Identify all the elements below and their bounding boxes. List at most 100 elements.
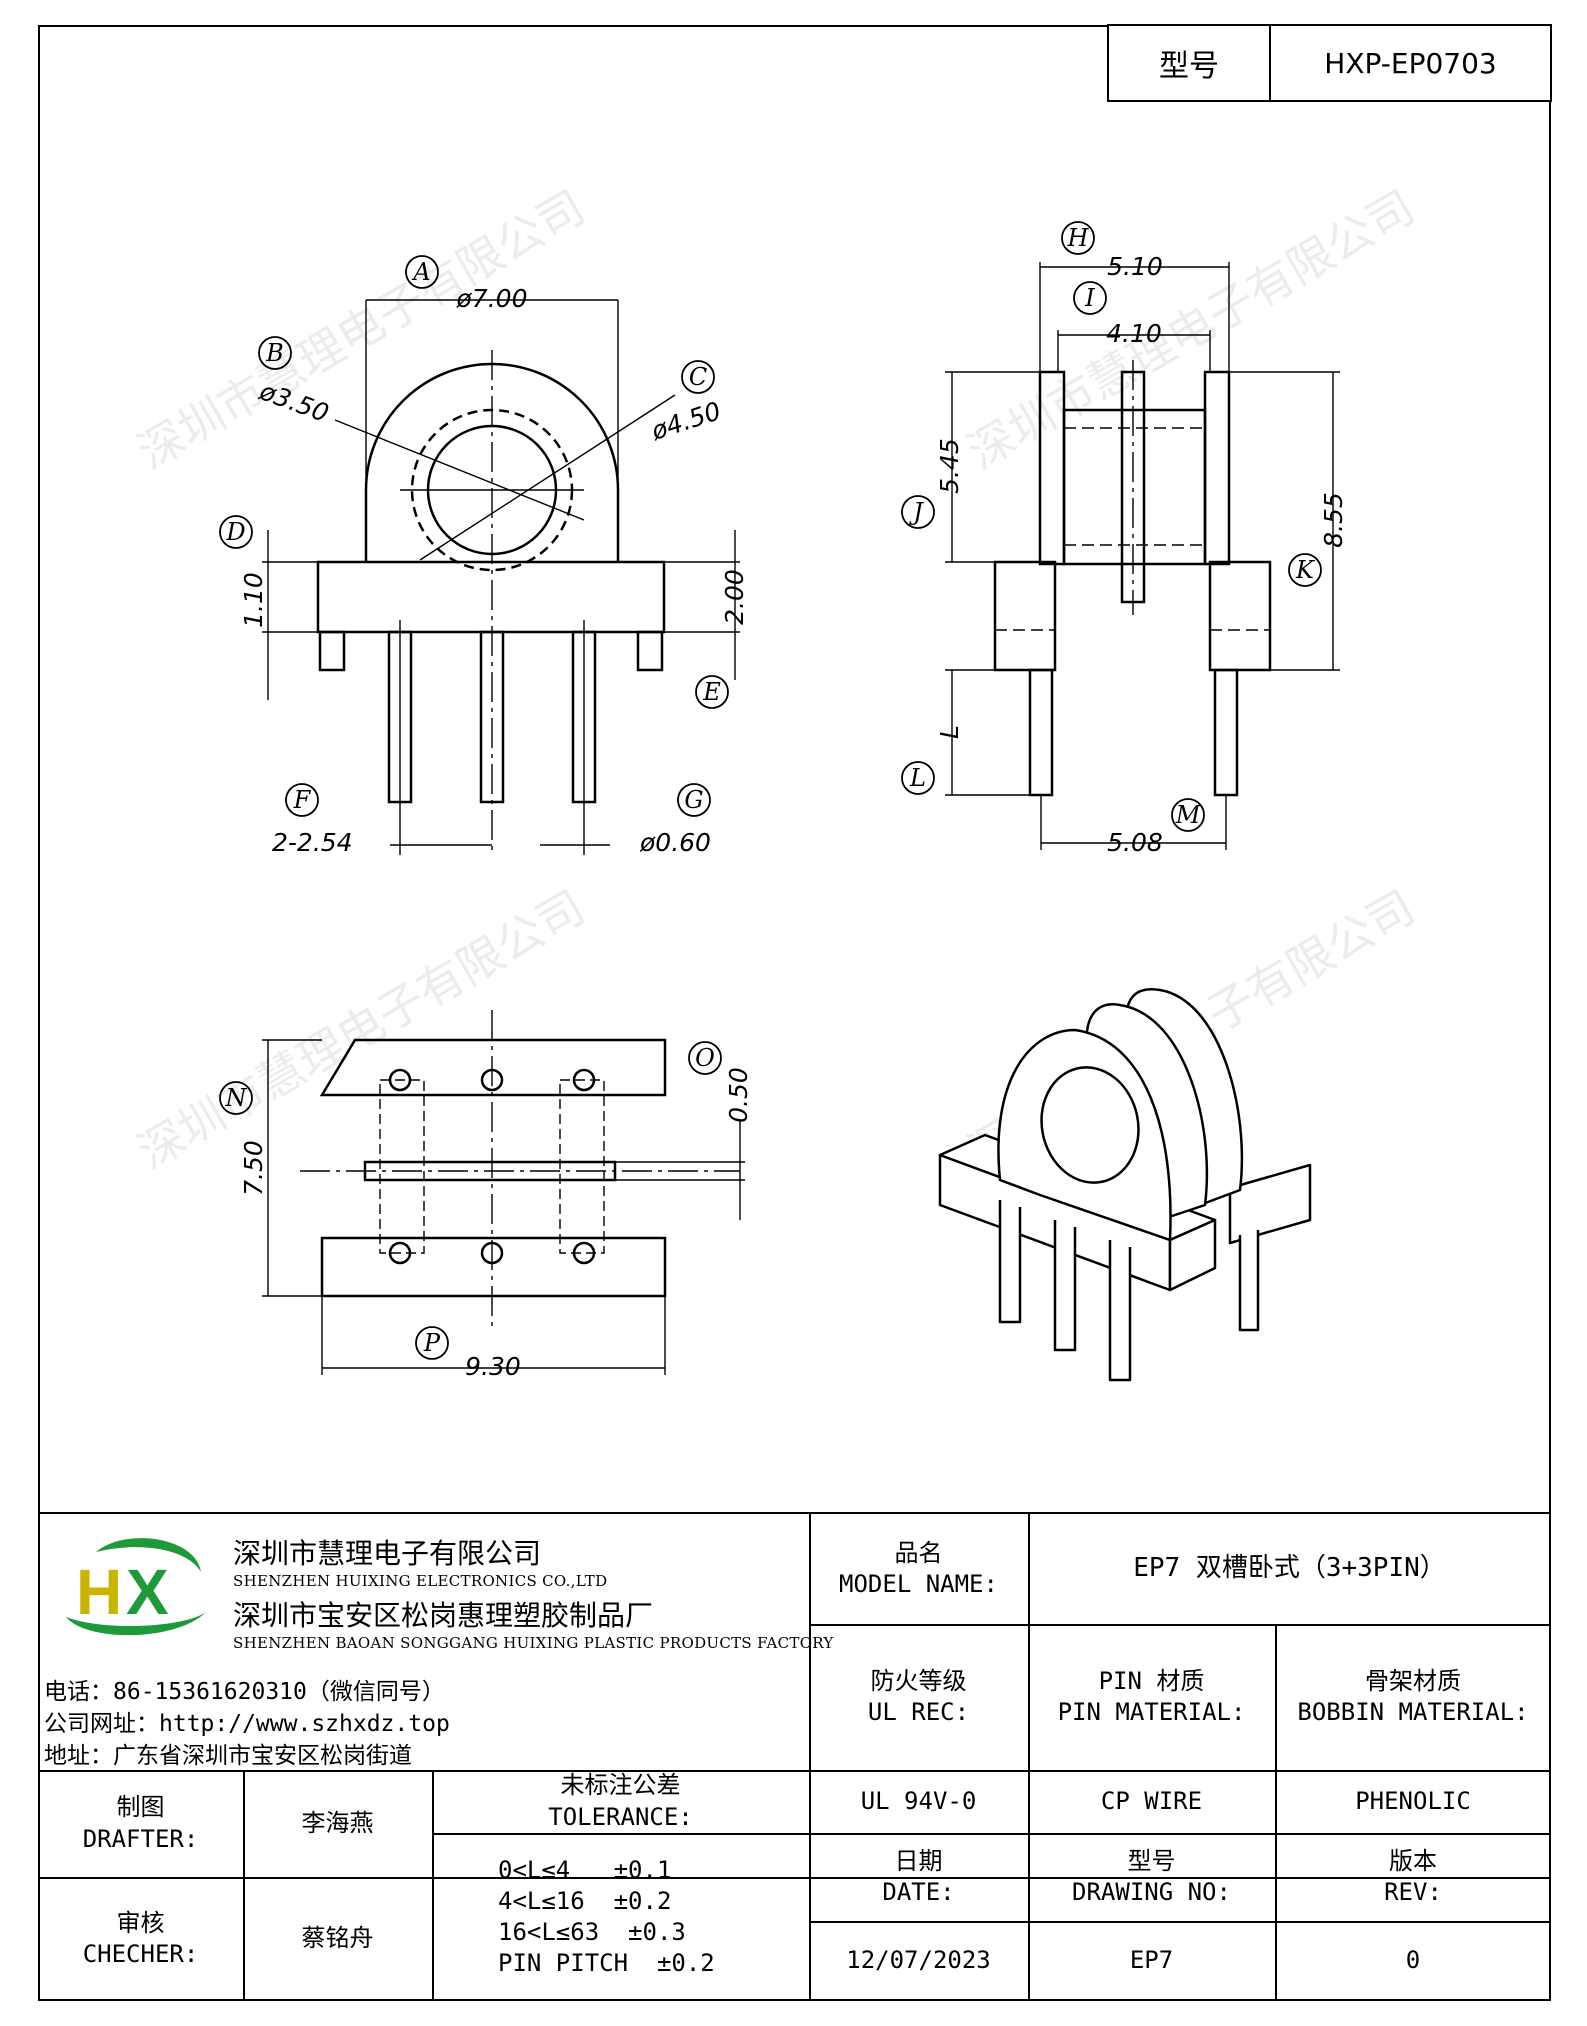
dim-n: 7.50 [239, 1140, 268, 1196]
dim-tag-f: F [293, 786, 312, 814]
dim-tag-m: M [1175, 801, 1202, 829]
dim-c: ø4.50 [647, 396, 724, 446]
logo-swoosh-top [96, 1538, 201, 1572]
dim-tag-i: I [1084, 284, 1095, 312]
contact-phone: 电话：86-15361620310（微信同号） [44, 1679, 445, 1705]
company-name-cn: 深圳市慧理电子有限公司 [233, 1537, 542, 1570]
dim-d: 1.10 [239, 572, 268, 628]
side-pin-left [1028, 668, 1054, 797]
side-view-lines [945, 262, 1340, 850]
pin-material-value: CP WIRE [1100, 1786, 1203, 1815]
dim-tag-e: E [702, 678, 721, 706]
iso-pin-3 [1108, 1240, 1132, 1382]
logo-letter-x: X [126, 1556, 169, 1628]
drawing-no-label: 型号 DRAWING NO: [1072, 1846, 1231, 1906]
front-view [316, 362, 666, 804]
dim-m: 5.08 [1107, 828, 1163, 857]
company-name-en: SHENZHEN HUIXING ELECTRONICS CO.,LTD [233, 1572, 608, 1590]
date-value: 12/07/2023 [846, 1946, 991, 1975]
drafter-label: 制图 DRAFTER: [82, 1793, 199, 1853]
dim-tag-o: O [695, 1044, 715, 1072]
front-end-pin-left [318, 630, 346, 672]
tolerance-line-4: PIN PITCH ±0.2 [498, 1949, 715, 1978]
iso-base-right-block [1228, 1163, 1312, 1245]
dim-tag-k: K [1295, 556, 1316, 584]
drafter-name: 李海燕 [301, 1808, 374, 1837]
front-view-centerlines [262, 299, 740, 855]
tolerance-table: 0<L≤4 ±0.1 4<L≤16 ±0.2 16<L≤63 ±0.3 PIN … [432, 1833, 809, 2001]
drawing-no-value: EP7 [1129, 1946, 1174, 1975]
iso-pin-1 [998, 1200, 1022, 1324]
iso-bore [1040, 1066, 1140, 1184]
company-logo: H X [46, 1532, 216, 1642]
factory-name-en: SHENZHEN BAOAN SONGGANG HUIXING PLASTIC … [233, 1634, 834, 1652]
tolerance-line-2: 4<L≤16 ±0.2 [498, 1886, 672, 1915]
rev-value: 0 [1405, 1946, 1421, 1975]
contact-website: 公司网址：http://www.szhxdz.top [44, 1711, 450, 1737]
dim-tag-d: D [225, 518, 245, 546]
side-right-flange [1203, 370, 1231, 566]
dim-e: 2.00 [720, 569, 749, 625]
dim-p: 9.30 [465, 1352, 521, 1381]
dim-tag-h: H [1067, 224, 1090, 252]
title-block: H X 深圳市慧理电子有限公司 SHENZHEN HUIXING ELECTRO… [38, 1512, 1551, 2001]
dim-tag-g: G [684, 786, 703, 814]
dim-i: 4.10 [1106, 319, 1162, 348]
dim-tag-p: P [423, 1329, 441, 1357]
technical-drawing: 深圳市慧理电子有限公司 深圳市慧理电子有限公司 深圳市慧理电子有限公司 深圳市慧… [129, 180, 1424, 1382]
factory-name-cn: 深圳市宝安区松岗惠理塑胶制品厂 [233, 1599, 654, 1632]
dim-f: 2-2.54 [272, 828, 353, 857]
model-number-box: 型号 HXP-EP0703 [1107, 24, 1552, 102]
dim-j: 5.45 [935, 438, 964, 494]
tolerance-line-1: 0<L≤4 ±0.1 [498, 1855, 672, 1884]
dim-l: L [935, 725, 964, 739]
contact-address: 地址：广东省深圳市宝安区松岗街道 [44, 1743, 412, 1769]
dim-a: ø7.00 [456, 284, 528, 313]
iso-pin-4 [1238, 1230, 1260, 1332]
dim-h: 5.10 [1107, 252, 1163, 281]
dim-tag-n: N [225, 1084, 248, 1112]
dim-tag-c: C [689, 363, 707, 391]
side-view-dims: H 5.10 I 4.10 J 5.45 K 8.55 L L M 5.08 [901, 221, 1348, 857]
dim-k: 8.55 [1319, 492, 1348, 548]
side-pin-right [1213, 668, 1239, 797]
bottom-view-dims: N 7.50 O 0.50 P 9.30 [219, 1041, 753, 1381]
model-name-label: 品名 MODEL NAME: [839, 1538, 998, 1598]
bottom-bottom-rail [320, 1236, 667, 1298]
watermark-2: 深圳市慧理电子有限公司 [959, 180, 1424, 480]
checker-name: 蔡铭舟 [301, 1924, 374, 1953]
front-end-pin-right [636, 630, 664, 672]
bottom-view [319, 1038, 667, 1298]
dim-g: ø0.60 [639, 828, 711, 857]
ul-value: UL 94V-0 [860, 1786, 977, 1815]
model-label: 型号 [1109, 26, 1271, 100]
isometric-view [938, 987, 1312, 1382]
dim-tag-b: B [265, 339, 284, 367]
watermark-3: 深圳市慧理电子有限公司 [129, 880, 594, 1180]
dim-o: 0.50 [724, 1067, 753, 1123]
iso-pin-2 [1053, 1220, 1077, 1352]
ul-rec-label: 防火等级 UL REC: [867, 1666, 970, 1726]
rev-label: 版本 REV: [1384, 1846, 1442, 1906]
iso-base-side [1168, 1218, 1217, 1292]
front-base [316, 560, 666, 634]
model-value: HXP-EP0703 [1324, 46, 1497, 80]
date-label: 日期 DATE: [882, 1846, 955, 1906]
pin-material-label: PIN 材质 PIN MATERIAL: [1057, 1666, 1246, 1726]
drawing-frame [38, 25, 1551, 2001]
model-name-value: EP7 双槽卧式（3+3PIN） [1133, 1553, 1446, 1584]
dim-tag-j: J [908, 498, 924, 526]
bottom-view-lines [262, 1010, 745, 1375]
side-base-left [993, 560, 1057, 672]
side-base-right [1208, 560, 1272, 672]
logo-letter-h: H [76, 1556, 122, 1628]
bobbin-material-label: 骨架材质 BOBBIN MATERIAL: [1297, 1666, 1529, 1726]
tolerance-label: 未标注公差 TOLERANCE: [548, 1771, 693, 1831]
dim-tag-a: A [411, 258, 430, 286]
bobbin-material-value: PHENOLIC [1355, 1786, 1471, 1815]
side-winding-body [1062, 408, 1207, 566]
dim-tag-l: L [909, 764, 926, 792]
tolerance-line-3: 16<L≤63 ±0.3 [498, 1918, 686, 1946]
checker-label: 审核 CHECHER: [82, 1908, 199, 1968]
logo-swoosh-bottom [66, 1612, 206, 1636]
